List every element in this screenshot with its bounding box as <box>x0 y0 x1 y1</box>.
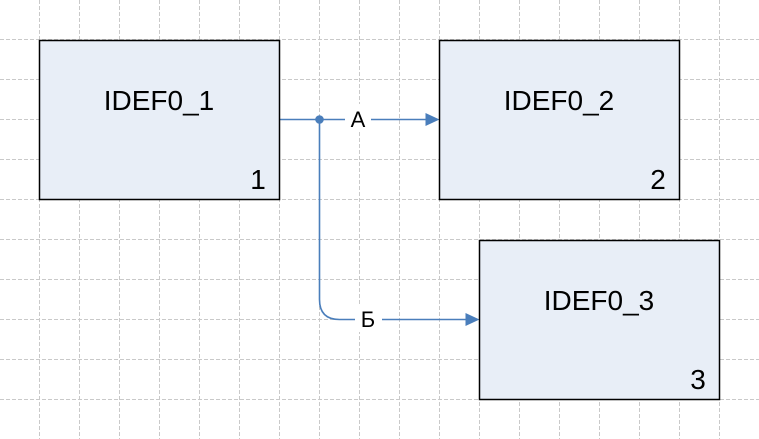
box-3-rect <box>478 239 721 401</box>
connector-a-label-background <box>345 104 371 131</box>
box-2-number: 2 <box>650 164 666 195</box>
box-1-number: 1 <box>250 164 266 195</box>
activity-box-idef0-2[interactable]: IDEF0_2 2 <box>438 39 681 201</box>
box-2-label: IDEF0_2 <box>504 85 615 116</box>
connector-b-arrowhead-icon <box>465 313 480 326</box>
connector-a-label-text: А <box>351 107 366 132</box>
connector-b[interactable] <box>318 119 480 327</box>
connector-b-label-text: Б <box>361 307 375 332</box>
branch-point-dot[interactable] <box>315 115 324 124</box>
activity-box-idef0-1[interactable]: IDEF0_1 1 <box>38 39 281 201</box>
activity-box-idef0-3[interactable]: IDEF0_3 3 <box>478 239 721 401</box>
box-3-label: IDEF0_3 <box>544 285 655 316</box>
box-3-number: 3 <box>690 364 706 395</box>
connector-a-arrowhead-icon <box>425 113 440 126</box>
connector-a-label[interactable]: А <box>345 104 371 132</box>
box-1-rect <box>38 39 281 201</box>
box-2-rect <box>438 39 681 201</box>
connector-b-line <box>318 119 466 321</box>
connector-b-label-background <box>355 304 382 332</box>
box-1-label: IDEF0_1 <box>104 85 215 116</box>
connector-b-label[interactable]: Б <box>355 304 382 332</box>
